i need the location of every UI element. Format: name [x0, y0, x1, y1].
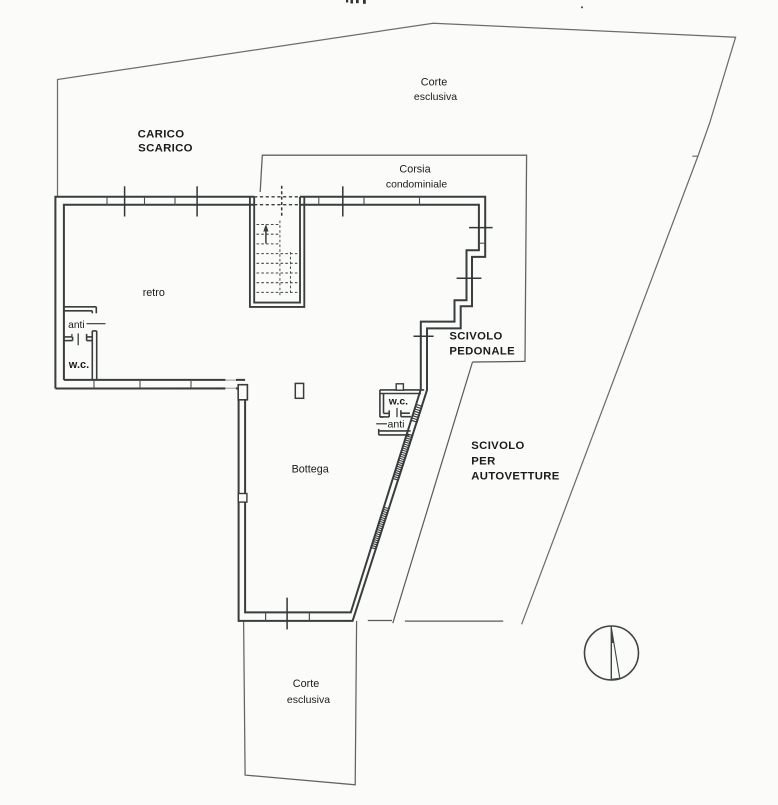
- svg-text:w.c.: w.c.: [68, 359, 89, 371]
- svg-text:anti: anti: [388, 419, 405, 431]
- svg-text:Corsia: Corsia: [399, 164, 430, 176]
- svg-text:esclusiva: esclusiva: [287, 694, 330, 706]
- svg-text:retro: retro: [143, 287, 165, 299]
- svg-text:anti: anti: [68, 320, 84, 331]
- svg-text:w.c.: w.c.: [388, 397, 408, 408]
- svg-text:Bottega: Bottega: [292, 464, 329, 476]
- svg-text:esclusiva: esclusiva: [414, 91, 457, 103]
- svg-text:SCIVOLO: SCIVOLO: [471, 440, 524, 452]
- svg-text:Corte: Corte: [293, 678, 319, 690]
- svg-text:CARICO: CARICO: [138, 128, 185, 140]
- svg-text:PEDONALE: PEDONALE: [449, 346, 515, 358]
- svg-text:SCIVOLO: SCIVOLO: [449, 331, 502, 343]
- svg-text:condominiale: condominiale: [386, 179, 447, 190]
- svg-text:AUTOVETTURE: AUTOVETTURE: [471, 470, 559, 482]
- svg-text:Corte: Corte: [421, 77, 447, 89]
- svg-text:SCARICO: SCARICO: [138, 143, 193, 155]
- svg-text:PER: PER: [471, 455, 495, 467]
